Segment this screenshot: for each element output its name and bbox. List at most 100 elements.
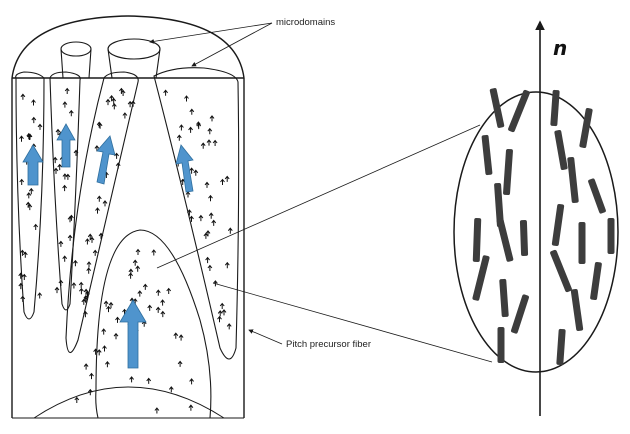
molecule-arrow <box>69 111 73 117</box>
molecule-arrow <box>130 377 134 383</box>
molecule-arrow <box>174 333 178 339</box>
microdomains <box>16 68 239 418</box>
molecule-arrow <box>63 186 67 192</box>
molecule-arrow <box>65 89 69 95</box>
molecule-arrow <box>228 228 232 234</box>
molecule-arrow <box>199 216 203 222</box>
molecule-arrow <box>178 361 182 367</box>
molecule-arrow <box>106 100 110 106</box>
molecule-arrow <box>96 208 100 214</box>
molecule-arrow <box>103 201 107 207</box>
molecule-arrow <box>136 250 140 256</box>
molecule-arrow <box>90 374 94 380</box>
molecule-arrow <box>93 250 97 256</box>
microdomain-tops <box>61 39 160 78</box>
molecule-arrow <box>201 143 205 149</box>
molecule-arrow <box>209 213 213 219</box>
molecule-arrow <box>112 99 116 105</box>
mesogen-rod <box>550 249 573 292</box>
molecule-arrow <box>97 196 101 202</box>
molecule-arrow <box>218 311 222 317</box>
molecule-arrow <box>63 102 67 108</box>
microdomains-label: microdomains <box>276 17 335 28</box>
molecule-arrow <box>79 289 83 295</box>
molecule-arrow <box>220 304 224 310</box>
molecule-arrow <box>152 250 156 256</box>
molecule-arrow <box>143 284 147 290</box>
molecule-arrow <box>87 268 91 274</box>
molecule-arrow <box>21 94 25 100</box>
molecule-arrow <box>133 260 137 266</box>
molecule-arrow <box>213 141 217 147</box>
mesogen-rod <box>499 279 509 317</box>
molecule-arrow <box>55 288 59 294</box>
molecule-arrow <box>179 125 183 131</box>
zoom-line-lower <box>213 283 492 362</box>
mesogen-rod <box>481 135 492 176</box>
pitch-fiber-label: Pitch precursor fiber <box>286 339 371 350</box>
molecule-arrow <box>155 408 159 414</box>
molecule-arrow <box>32 118 36 124</box>
molecule-arrow <box>114 334 118 340</box>
molecule-arrow <box>212 220 216 226</box>
molecule-arrow <box>79 283 83 289</box>
mesogen-rod <box>489 88 504 129</box>
molecule-arrow <box>179 335 183 341</box>
magnified-microdomain: n <box>454 22 618 416</box>
mesogen-rod <box>588 178 607 214</box>
molecule-arrow <box>194 170 198 176</box>
molecule-arrow <box>72 283 76 289</box>
flow-arrows <box>23 124 193 368</box>
molecule-arrow <box>225 176 229 182</box>
molecule-arrow <box>38 293 42 299</box>
mesogen-rod <box>608 218 615 254</box>
molecule-arrow <box>54 168 58 174</box>
molecule-arrow <box>75 398 79 404</box>
molecule-arrow <box>177 135 181 141</box>
microdomain-4 <box>154 68 239 359</box>
molecule-arrow <box>107 307 111 313</box>
molecule-arrow <box>164 90 168 96</box>
annotation-lines <box>150 23 492 362</box>
mesogen-rod <box>552 204 565 247</box>
flow-arrow-4 <box>176 145 193 192</box>
molecule-arrow <box>136 266 140 272</box>
molecule-arrow <box>186 192 190 198</box>
molecule-arrow <box>123 113 127 119</box>
molecule-arrow <box>97 350 101 356</box>
mesogen-rod <box>554 130 568 171</box>
molecule-arrow <box>209 196 213 202</box>
mesogen-rod <box>503 149 513 195</box>
molecule-arrow <box>185 96 189 102</box>
mesogen-rod <box>590 262 602 301</box>
molecule-arrow <box>204 233 208 239</box>
molecule-arrow <box>221 180 225 186</box>
molecule-arrow <box>29 189 33 195</box>
molecule-arrow <box>208 129 212 135</box>
molecule-arrow <box>227 324 231 330</box>
molecule-arrow <box>102 329 106 335</box>
molecule-arrow <box>206 258 210 264</box>
molecule-arrow <box>85 239 89 245</box>
molecule-arrow <box>225 263 229 269</box>
molecule-arrow <box>138 291 142 297</box>
microdomain-5 <box>96 230 211 418</box>
microdomain-top-small <box>61 42 91 56</box>
molecule-arrow <box>87 262 91 268</box>
mesogen-rod <box>498 327 505 363</box>
molecule-arrow <box>20 180 24 186</box>
mesogen-rods <box>472 88 614 365</box>
molecule-arrow <box>34 225 38 231</box>
molecule-arrow <box>148 305 152 311</box>
molecule-arrow <box>208 266 212 272</box>
mesogen-rod <box>473 218 482 262</box>
mesogen-rod <box>510 294 529 334</box>
molecule-arrow <box>27 193 31 199</box>
mesogen-rod <box>579 222 586 264</box>
molecule-arrow <box>103 346 107 352</box>
molecule-arrow <box>58 165 62 171</box>
molecule-arrow <box>156 290 160 296</box>
molecule-arrow <box>73 261 77 267</box>
molecule-arrow <box>20 136 24 142</box>
microdomain-1 <box>16 72 44 319</box>
